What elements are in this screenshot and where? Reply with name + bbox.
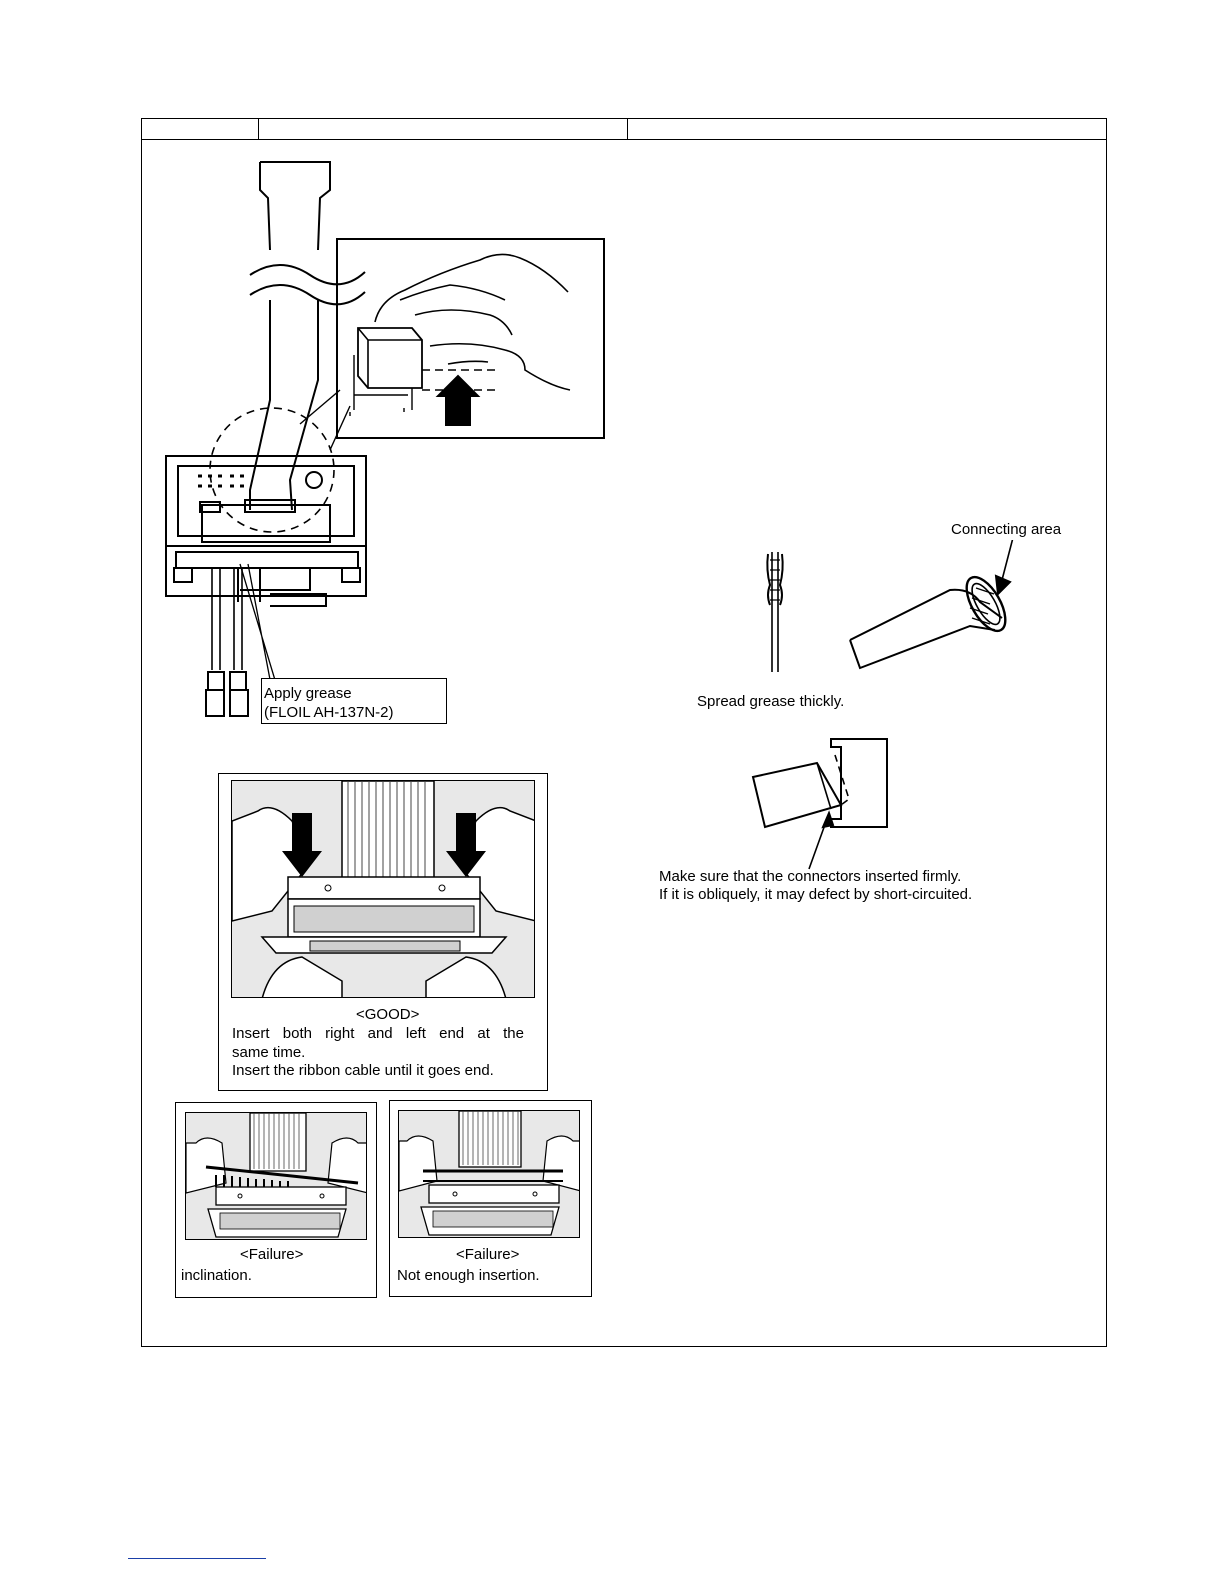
ribbon-cable-assembly-illustration — [165, 161, 605, 717]
failure-inclination-photo — [185, 1112, 367, 1240]
apply-grease-label-box — [261, 678, 447, 724]
header-divider — [258, 118, 259, 140]
failure-caption-inclination: <Failure> — [240, 1246, 304, 1263]
failure-caption-insertion: <Failure> — [456, 1246, 520, 1263]
good-instruction-line1: Insert both right and left end at the — [232, 1025, 524, 1042]
header-row — [141, 118, 1107, 140]
make-sure-text: Make sure that the connectors inserted f… — [659, 868, 962, 885]
failure-description-inclination: inclination. — [181, 1267, 252, 1284]
connector-insertion-illustration — [751, 738, 888, 870]
grease-product-label: (FLOIL AH-137N-2) — [264, 704, 394, 721]
page-frame — [141, 118, 1107, 1347]
footer-rule — [128, 1558, 266, 1559]
good-caption: <GOOD> — [356, 1006, 420, 1023]
connecting-area-label: Connecting area — [951, 521, 1062, 538]
good-instruction-line2: same time. — [232, 1044, 306, 1061]
obliquely-warning-text: If it is obliquely, it may defect by sho… — [659, 886, 973, 903]
failure-description-insertion: Not enough insertion. — [397, 1267, 540, 1284]
spread-grease-label: Spread grease thickly. — [697, 693, 845, 710]
failure-insertion-photo — [398, 1110, 580, 1238]
header-divider — [627, 118, 628, 140]
good-connector-photo — [231, 780, 535, 998]
grease-application-illustration — [766, 540, 1014, 672]
apply-grease-label: Apply grease — [264, 685, 352, 702]
good-instruction-line3: Insert the ribbon cable until it goes en… — [232, 1062, 494, 1079]
